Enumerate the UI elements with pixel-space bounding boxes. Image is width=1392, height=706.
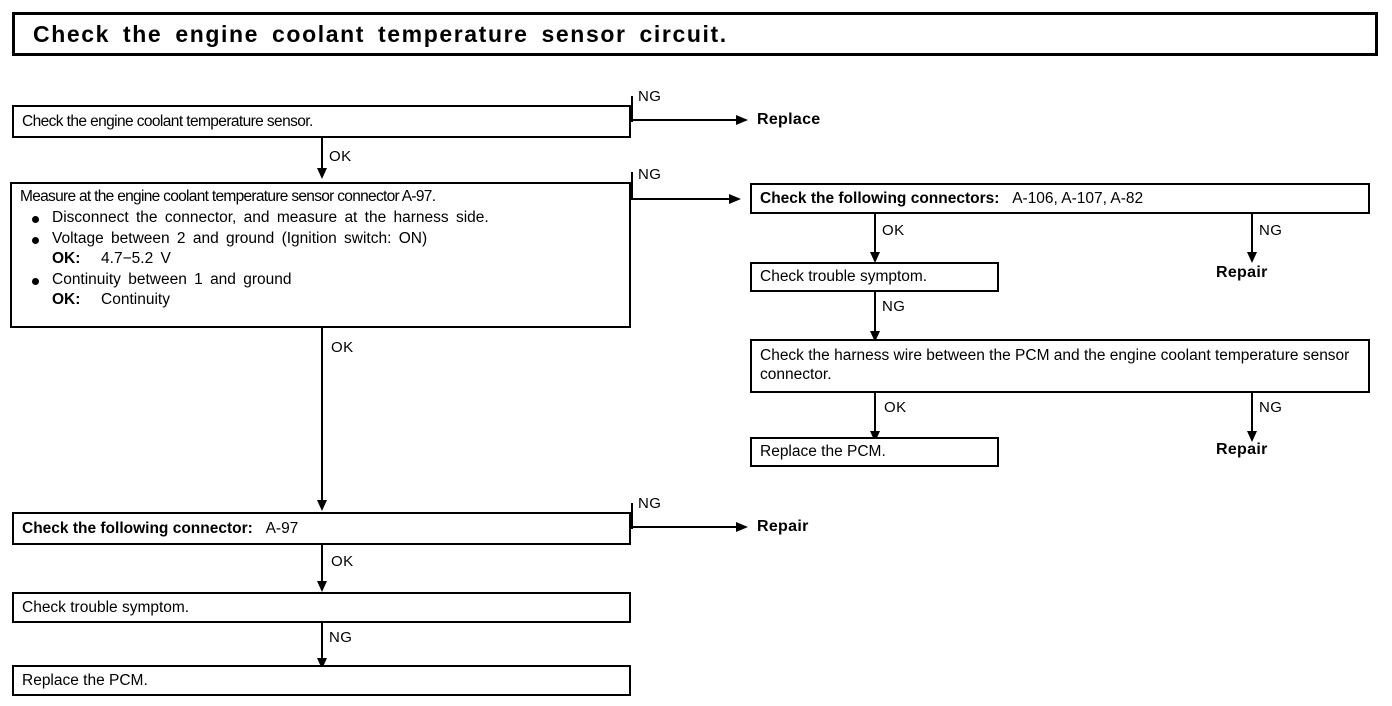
list-item-label: Voltage between 2 and ground (Ignition s…	[52, 230, 428, 247]
node-check-trouble-symptom-right[interactable]: Check trouble symptom.	[750, 262, 999, 292]
edge-ng-step2-riser	[631, 172, 633, 200]
bullet-dot-icon	[32, 216, 39, 223]
edge-ok-step1-line	[321, 138, 323, 174]
measure-ok-voltage-value: 4.7−5.2 V	[101, 250, 171, 267]
edge-label-ng-symptom-right: NG	[882, 298, 906, 315]
node-measure-connector[interactable]: Measure at the engine coolant temperatur…	[10, 182, 631, 328]
node-check-harness-wire-label: Check the harness wire between the PCM a…	[760, 347, 1350, 384]
node-measure-heading: Measure at the engine coolant temperatur…	[20, 188, 436, 205]
arrow-right-icon	[736, 522, 748, 532]
edge-label-ng-symptom-left: NG	[329, 629, 353, 646]
measure-ok-voltage-label: OK:	[52, 250, 81, 267]
edge-label-ng-connectors: NG	[1259, 222, 1283, 239]
arrow-down-icon	[317, 500, 327, 511]
edge-ok-connectors-line	[874, 214, 876, 258]
node-replace-pcm-right-label: Replace the PCM.	[760, 443, 886, 461]
list-item: Disconnect the connector, and measure at…	[20, 209, 623, 227]
edge-ng-harness-line	[1251, 393, 1253, 437]
node-check-sensor[interactable]: Check the engine coolant temperature sen…	[12, 105, 631, 138]
list-item: Continuity between 1 and ground	[20, 271, 623, 289]
arrow-right-icon	[736, 115, 748, 125]
list-item: Voltage between 2 and ground (Ignition s…	[20, 230, 623, 248]
arrow-down-icon	[870, 331, 880, 342]
measure-ok-voltage: OK: 4.7−5.2 V	[20, 250, 623, 268]
terminal-repair-2: Repair	[1216, 441, 1268, 458]
page-title: Check the engine coolant temperature sen…	[33, 20, 728, 47]
node-check-connectors-multi-value: A-106, A-107, A-82	[1012, 189, 1144, 207]
node-measure-bullet-list-2: Continuity between 1 and ground	[20, 271, 623, 289]
arrow-down-icon	[317, 581, 327, 592]
terminal-repair-1: Repair	[1216, 264, 1268, 281]
measure-ok-continuity-value: Continuity	[101, 291, 170, 308]
node-check-harness-wire[interactable]: Check the harness wire between the PCM a…	[750, 339, 1370, 393]
arrow-down-icon	[317, 658, 327, 669]
edge-ng-connector-single-riser	[631, 503, 633, 529]
measure-ok-continuity: OK: Continuity	[20, 291, 623, 309]
edge-label-ok-step2: OK	[331, 339, 354, 356]
edge-label-ok-harness: OK	[884, 399, 907, 416]
edge-label-ok-connectors: OK	[882, 222, 905, 239]
list-item-label: Disconnect the connector, and measure at…	[52, 209, 489, 226]
bullet-dot-icon	[32, 278, 39, 285]
edge-ok-harness-line	[874, 393, 876, 437]
edge-ng-connector-single-line	[631, 526, 744, 528]
edge-ng-symptom-left-line	[321, 623, 323, 665]
bullet-dot-icon	[32, 237, 39, 244]
node-replace-pcm-left-label: Replace the PCM.	[22, 671, 148, 689]
page-title-banner: Check the engine coolant temperature sen…	[12, 12, 1378, 56]
node-check-connector-single-value: A-97	[265, 519, 299, 537]
node-check-connector-single-lead: Check the following connector:	[22, 519, 253, 537]
node-check-connectors-multi[interactable]: Check the following connectors: A-106, A…	[750, 183, 1370, 214]
edge-label-ok-connector-single: OK	[331, 553, 354, 570]
arrow-down-icon	[1247, 252, 1257, 263]
edge-ng-symptom-right-line	[874, 292, 876, 338]
node-replace-pcm-right[interactable]: Replace the PCM.	[750, 437, 999, 467]
node-check-trouble-symptom-right-label: Check trouble symptom.	[760, 268, 928, 286]
edge-ng-connectors-line	[1251, 214, 1253, 258]
edge-ng-step2-line	[631, 198, 736, 200]
arrow-down-icon	[1247, 431, 1257, 442]
measure-ok-continuity-label: OK:	[52, 291, 81, 308]
edge-ng-step1-line	[631, 119, 744, 121]
arrow-down-icon	[870, 431, 880, 442]
node-check-sensor-label: Check the engine coolant temperature sen…	[22, 112, 313, 130]
arrow-down-icon	[870, 252, 880, 263]
node-check-connector-single[interactable]: Check the following connector: A-97	[12, 512, 631, 545]
node-measure-bullet-list: Disconnect the connector, and measure at…	[20, 209, 623, 248]
node-check-connectors-multi-lead: Check the following connectors:	[760, 189, 1000, 207]
edge-label-ng-connector-single: NG	[638, 495, 662, 512]
arrow-down-icon	[317, 168, 327, 179]
list-item-label: Continuity between 1 and ground	[52, 271, 292, 288]
edge-ok-connector-single-line	[321, 545, 323, 587]
edge-label-ng-step1: NG	[638, 88, 662, 105]
edge-ng-step1-riser	[631, 96, 633, 122]
node-replace-pcm-left[interactable]: Replace the PCM.	[12, 665, 631, 696]
arrow-right-icon	[729, 194, 741, 204]
terminal-replace: Replace	[757, 111, 821, 128]
edge-ok-step2-line	[321, 328, 323, 506]
edge-label-ng-harness: NG	[1259, 399, 1283, 416]
terminal-repair-3: Repair	[757, 518, 809, 535]
edge-label-ok-step1: OK	[329, 148, 352, 165]
node-check-trouble-symptom-left-label: Check trouble symptom.	[22, 598, 190, 616]
node-check-trouble-symptom-left[interactable]: Check trouble symptom.	[12, 592, 631, 623]
edge-label-ng-step2: NG	[638, 166, 662, 183]
